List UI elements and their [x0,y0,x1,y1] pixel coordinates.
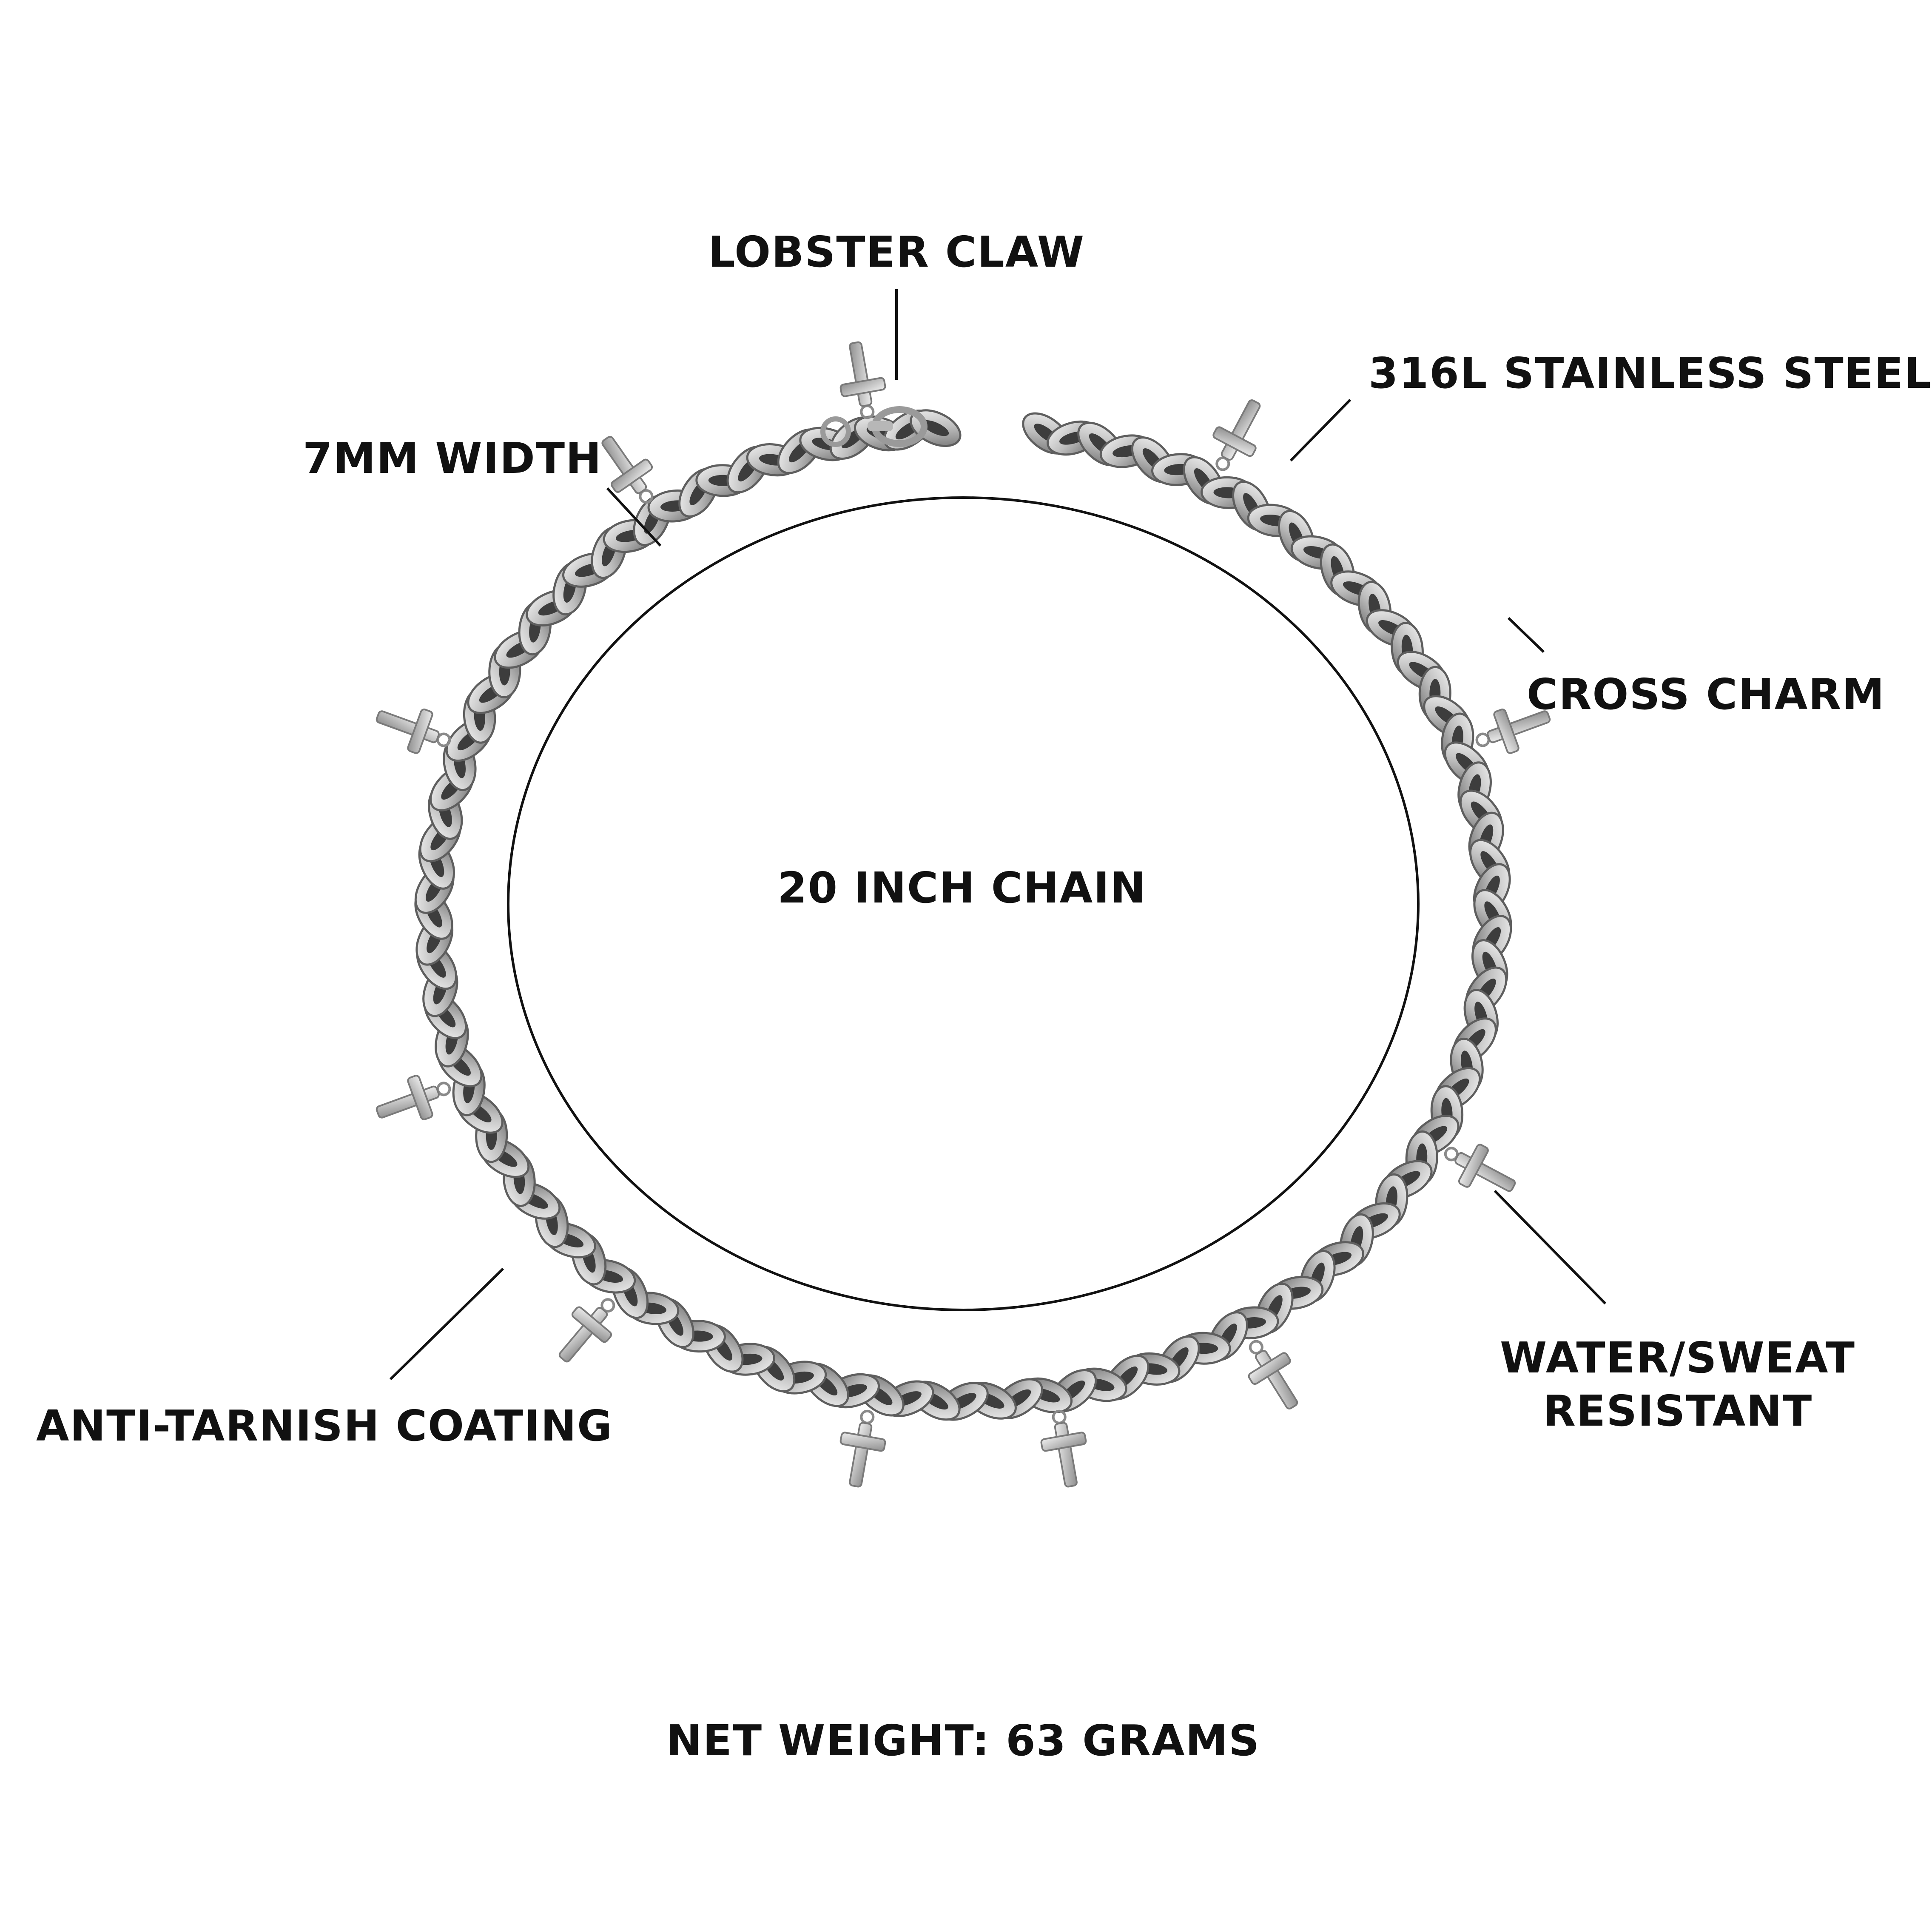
leader-line-cross-charm [1507,617,1545,653]
leader-line-stainless-steel [1289,399,1352,462]
cross-charms [376,341,1551,1488]
label-lobster-claw: LOBSTER CLAW [708,227,1085,277]
cross-charm-icon [1040,1409,1087,1488]
leader-line-water-resistant [1494,1190,1607,1305]
label-water-resistant-line1: WATER/SWEAT [1500,1333,1855,1383]
cross-charm-icon [839,1409,886,1488]
label-water-resistant: WATER/SWEAT RESISTANT [1500,1331,1855,1438]
cross-charm-icon [1475,709,1551,754]
cross-charm-icon [376,709,451,754]
cross-charm-icon [601,436,654,504]
label-width: 7MM WIDTH [303,433,602,483]
label-water-resistant-line2: RESISTANT [1542,1386,1813,1436]
cross-charm-icon [376,1075,451,1120]
label-net-weight: NET WEIGHT: 63 GRAMS [666,1716,1260,1765]
label-stainless-steel: 316L STAINLESS STEEL [1369,348,1932,398]
cuban-chain [414,409,1512,1421]
cross-charm-icon [1248,1340,1298,1409]
lobster-claw-clasp [820,406,928,447]
leader-line-width [606,487,662,547]
leader-line-anti-tarnish [389,1267,504,1381]
cross-charm-icon [839,341,886,419]
label-cross-charm: CROSS CHARM [1527,669,1885,719]
cross-charm-icon [558,1298,615,1363]
chain-length-circle [507,496,1420,1311]
label-chain-length: 20 INCH CHAIN [777,863,1147,913]
cross-charm-icon [1212,399,1261,471]
label-anti-tarnish: ANTI-TARNISH COATING [36,1401,613,1451]
cross-charm-icon [1444,1144,1516,1192]
